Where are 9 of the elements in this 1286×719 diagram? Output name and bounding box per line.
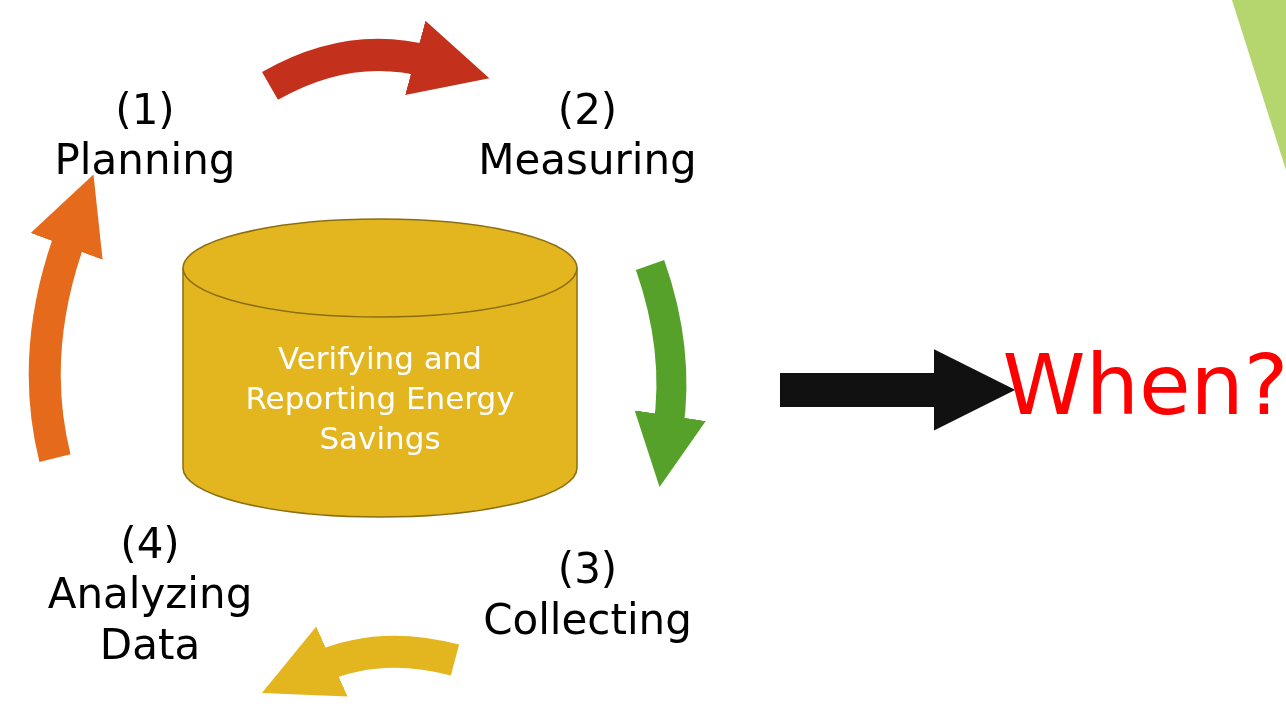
curved-arrow	[28, 174, 104, 462]
step-label: (4) Analyzing Data	[46, 518, 254, 670]
cylinder-label: Verifying and Reporting Energy Savings	[244, 338, 516, 459]
step-label: (1) Planning	[53, 85, 237, 186]
curved-arrow	[780, 349, 1016, 431]
question-heading: When?	[1002, 343, 1286, 427]
curved-arrow	[634, 260, 706, 488]
step-label: (3) Collecting	[482, 544, 693, 645]
step-label: (2) Measuring	[477, 85, 698, 186]
